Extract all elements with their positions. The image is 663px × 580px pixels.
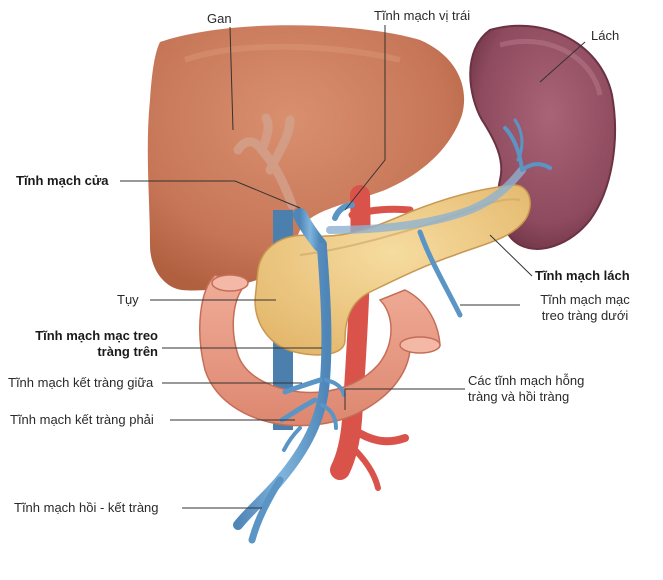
label-tinh-mach-mac-treo-trang-tren-line1: Tĩnh mạch mạc treo <box>35 328 158 343</box>
label-tuy: Tụy <box>117 292 139 307</box>
label-gan: Gan <box>207 11 232 26</box>
portal-vein-system <box>233 118 552 544</box>
duodenum-shape <box>199 274 441 427</box>
label-tinh-mach-lach: Tĩnh mạch lách <box>535 268 630 283</box>
label-tinh-mach-mac-treo-trang-duoi-line2: treo tràng dưới <box>541 308 629 323</box>
label-tinh-mach-ket-trang-giua: Tĩnh mạch kết tràng giữa <box>8 375 154 390</box>
label-tinh-mach-cua: Tĩnh mạch cửa <box>16 173 109 188</box>
label-tinh-mach-mac-treo-trang-duoi-line1: Tĩnh mạch mạc <box>540 292 630 307</box>
label-tinh-mach-vi-trai: Tĩnh mạch vị trái <box>374 8 471 23</box>
label-tinh-mach-hong-hoi-trang: Các tĩnh mạch hỗng tràng và hồi tràng <box>468 373 584 405</box>
label-tinh-mach-hoi-ket-trang: Tĩnh mạch hồi - kết tràng <box>14 500 159 515</box>
hepatic-portal-branches <box>233 113 297 210</box>
label-tinh-mach-hong-hoi-trang-line1: Các tĩnh mạch hỗng <box>468 373 585 388</box>
label-tinh-mach-mac-treo-trang-tren-line2: tràng trên <box>97 344 158 359</box>
label-tinh-mach-ket-trang-phai: Tĩnh mạch kết tràng phải <box>10 412 154 427</box>
label-tinh-mach-mac-treo-trang-tren: Tĩnh mạch mạc treo tràng trên <box>8 328 158 360</box>
label-tinh-mach-mac-treo-trang-duoi: Tĩnh mạch mạc treo tràng dưới <box>525 292 645 324</box>
label-lach: Lách <box>591 28 620 43</box>
leader-lines <box>120 25 586 509</box>
label-tinh-mach-hong-hoi-trang-line2: tràng và hồi tràng <box>468 389 570 404</box>
